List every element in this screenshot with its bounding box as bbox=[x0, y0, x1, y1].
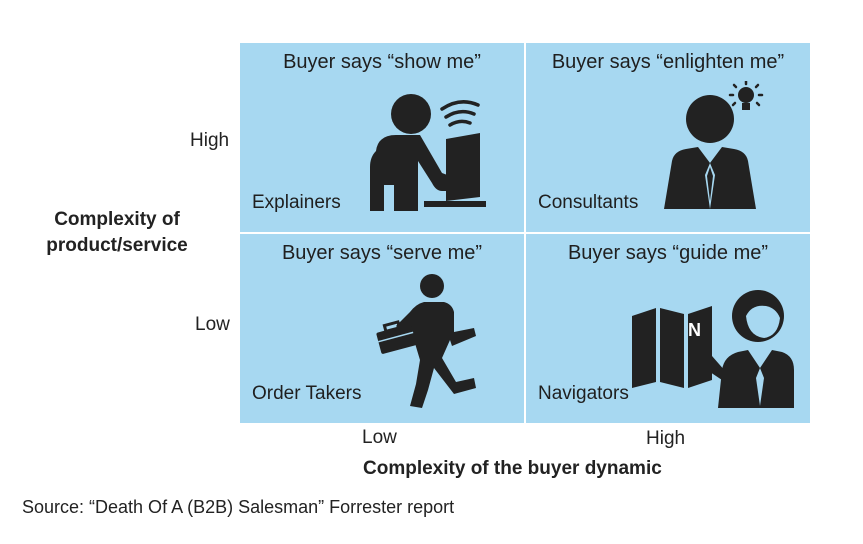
walking-person-briefcase-icon bbox=[376, 274, 476, 408]
businessman-lightbulb-icon bbox=[664, 81, 764, 209]
y-axis-title: Complexity of product/service bbox=[32, 207, 202, 259]
quadrant-explainers: Buyer says “show me” Explainers bbox=[240, 43, 524, 232]
quadrant-role: Navigators bbox=[538, 383, 629, 404]
quadrant-caption: Buyer says “show me” bbox=[283, 51, 481, 73]
y-axis-title-line1: Complexity of bbox=[54, 209, 180, 230]
quadrant-consultants: Buyer says “enlighten me” Consultants bbox=[526, 43, 810, 232]
quadrant-caption: Buyer says “enlighten me” bbox=[551, 51, 785, 73]
quadrant-caption: Buyer says “serve me” bbox=[281, 242, 483, 264]
quadrant-order-takers: Buyer says “serve me” Order Takers bbox=[240, 234, 524, 423]
x-axis-title: Complexity of the buyer dynamic bbox=[363, 458, 662, 479]
y-axis-low-label: Low bbox=[195, 314, 230, 335]
quadrant-role: Order Takers bbox=[252, 383, 362, 404]
source-note: Source: “Death Of A (B2B) Salesman” Forr… bbox=[22, 497, 455, 517]
svg-text:N: N bbox=[688, 320, 701, 340]
x-axis-low-label: Low bbox=[362, 427, 397, 448]
person-map-icon: N bbox=[632, 288, 794, 408]
x-axis-high-label: High bbox=[646, 428, 686, 449]
quadrant-caption: Buyer says “guide me” bbox=[567, 242, 769, 264]
person-laptop-wifi-icon bbox=[370, 94, 486, 211]
y-axis-title-line2: product/service bbox=[46, 235, 188, 256]
quadrant-role: Consultants bbox=[538, 192, 639, 213]
quadrant-navigators: Buyer says “guide me” Navigators N bbox=[526, 234, 810, 423]
y-axis-high-label: High bbox=[190, 130, 230, 151]
quadrant-role: Explainers bbox=[252, 192, 341, 213]
